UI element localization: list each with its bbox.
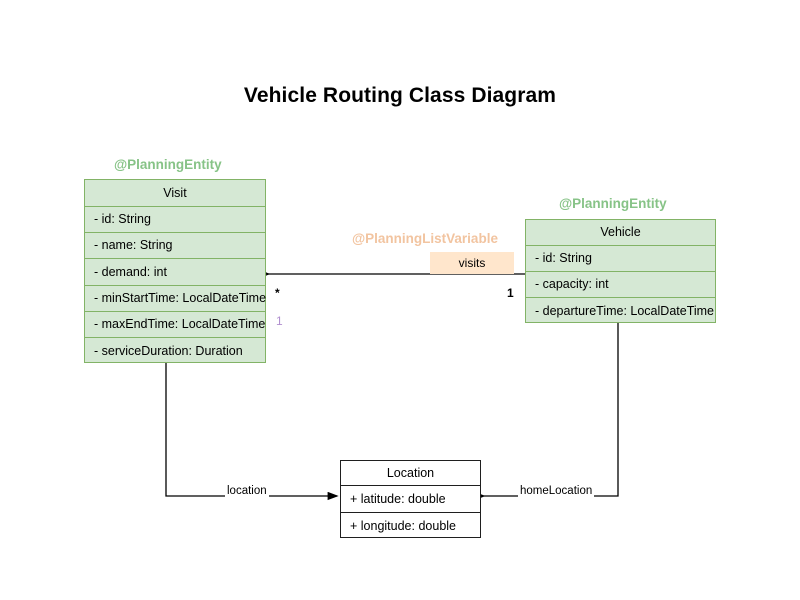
- class-box-vehicle[interactable]: Vehicle - id: String - capacity: int - d…: [525, 219, 716, 323]
- class-attribute: - demand: int: [85, 259, 265, 286]
- class-box-location[interactable]: Location + latitude: double + longitude:…: [340, 460, 481, 538]
- class-attribute: - id: String: [526, 246, 715, 272]
- edge-location: [165, 363, 337, 496]
- association-label-location[interactable]: location: [225, 485, 269, 497]
- class-box-visit[interactable]: Visit - id: String - name: String - dema…: [84, 179, 266, 363]
- class-attribute: - capacity: int: [526, 272, 715, 298]
- edge-home-location: [484, 323, 619, 496]
- page-title: Vehicle Routing Class Diagram: [243, 84, 557, 107]
- stereotype-vehicle: @PlanningEntity: [559, 196, 667, 211]
- class-attribute: - maxEndTime: LocalDateTime: [85, 312, 265, 338]
- stereotype-planning-list-variable: @PlanningListVariable: [352, 231, 498, 246]
- multiplicity-vehicle-end: 1: [507, 286, 514, 300]
- association-label-visits[interactable]: visits: [430, 252, 514, 274]
- multiplicity-secondary: 1: [276, 314, 283, 328]
- class-name-vehicle: Vehicle: [526, 220, 715, 246]
- multiplicity-visit-end: *: [275, 286, 280, 300]
- class-attribute: + longitude: double: [350, 518, 456, 533]
- class-attribute: + latitude: double: [341, 486, 480, 513]
- class-attribute: - id: String: [85, 207, 265, 233]
- class-name-visit: Visit: [85, 180, 265, 207]
- class-name-location: Location: [341, 461, 480, 486]
- class-attribute: - departureTime: LocalDateTime: [535, 303, 715, 318]
- class-attribute: - serviceDuration: Duration: [94, 343, 243, 358]
- class-attribute: - minStartTime: LocalDateTime: [85, 286, 266, 312]
- association-label-home-location[interactable]: homeLocation: [518, 485, 595, 497]
- stereotype-visit: @PlanningEntity: [114, 157, 222, 172]
- class-attribute: - name: String: [85, 233, 265, 259]
